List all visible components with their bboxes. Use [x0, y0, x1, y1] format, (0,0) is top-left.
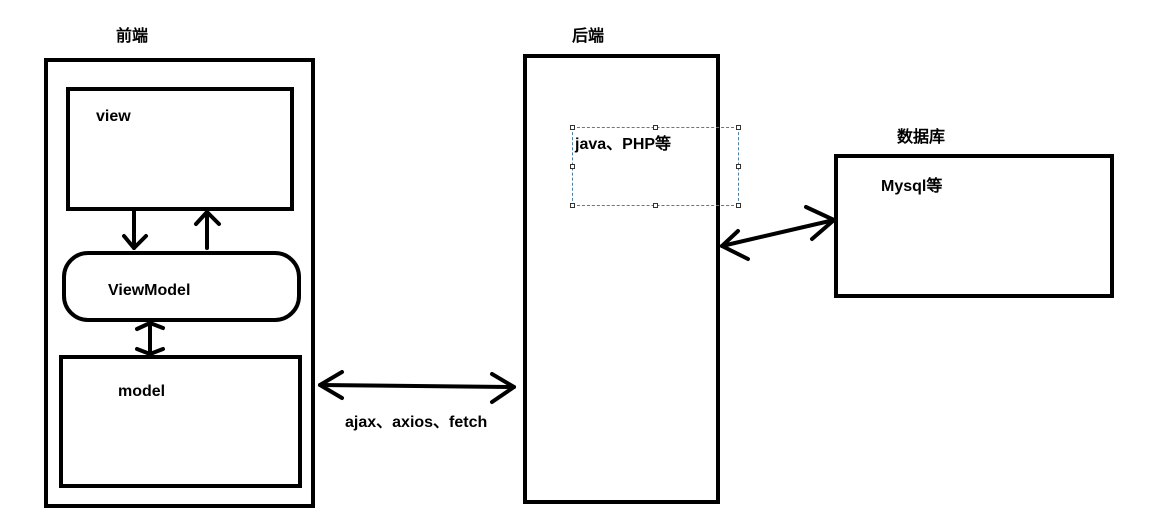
selection-handle[interactable] [736, 164, 741, 169]
backend-title: 后端 [572, 28, 605, 45]
selection-handle[interactable] [736, 125, 741, 130]
connection-label: ajax、axios、fetch [345, 414, 488, 431]
horizontal-double-arrow-icon [318, 370, 516, 404]
viewmodel-box [62, 251, 301, 322]
selection-handle[interactable] [570, 164, 575, 169]
database-box [834, 154, 1114, 298]
model-box [59, 355, 302, 488]
selection-handle[interactable] [736, 203, 741, 208]
frontend-title: 前端 [116, 28, 149, 45]
viewmodel-label: ViewModel [108, 282, 191, 299]
database-label: Mysql等 [881, 178, 943, 195]
backend-text-label: java、PHP等 [575, 136, 672, 153]
diagonal-double-arrow-icon [720, 205, 836, 261]
view-box [66, 87, 294, 211]
selection-handle[interactable] [653, 203, 658, 208]
down-arrow-icon [122, 209, 148, 250]
model-label: model [118, 383, 166, 400]
up-arrow-icon [194, 210, 221, 250]
database-title: 数据库 [897, 129, 946, 146]
selection-handle[interactable] [653, 125, 658, 130]
backend-box [523, 54, 720, 504]
selection-handle[interactable] [570, 203, 575, 208]
vertical-double-arrow-icon [135, 321, 165, 356]
view-label: view [96, 108, 131, 125]
selection-handle[interactable] [570, 125, 575, 130]
